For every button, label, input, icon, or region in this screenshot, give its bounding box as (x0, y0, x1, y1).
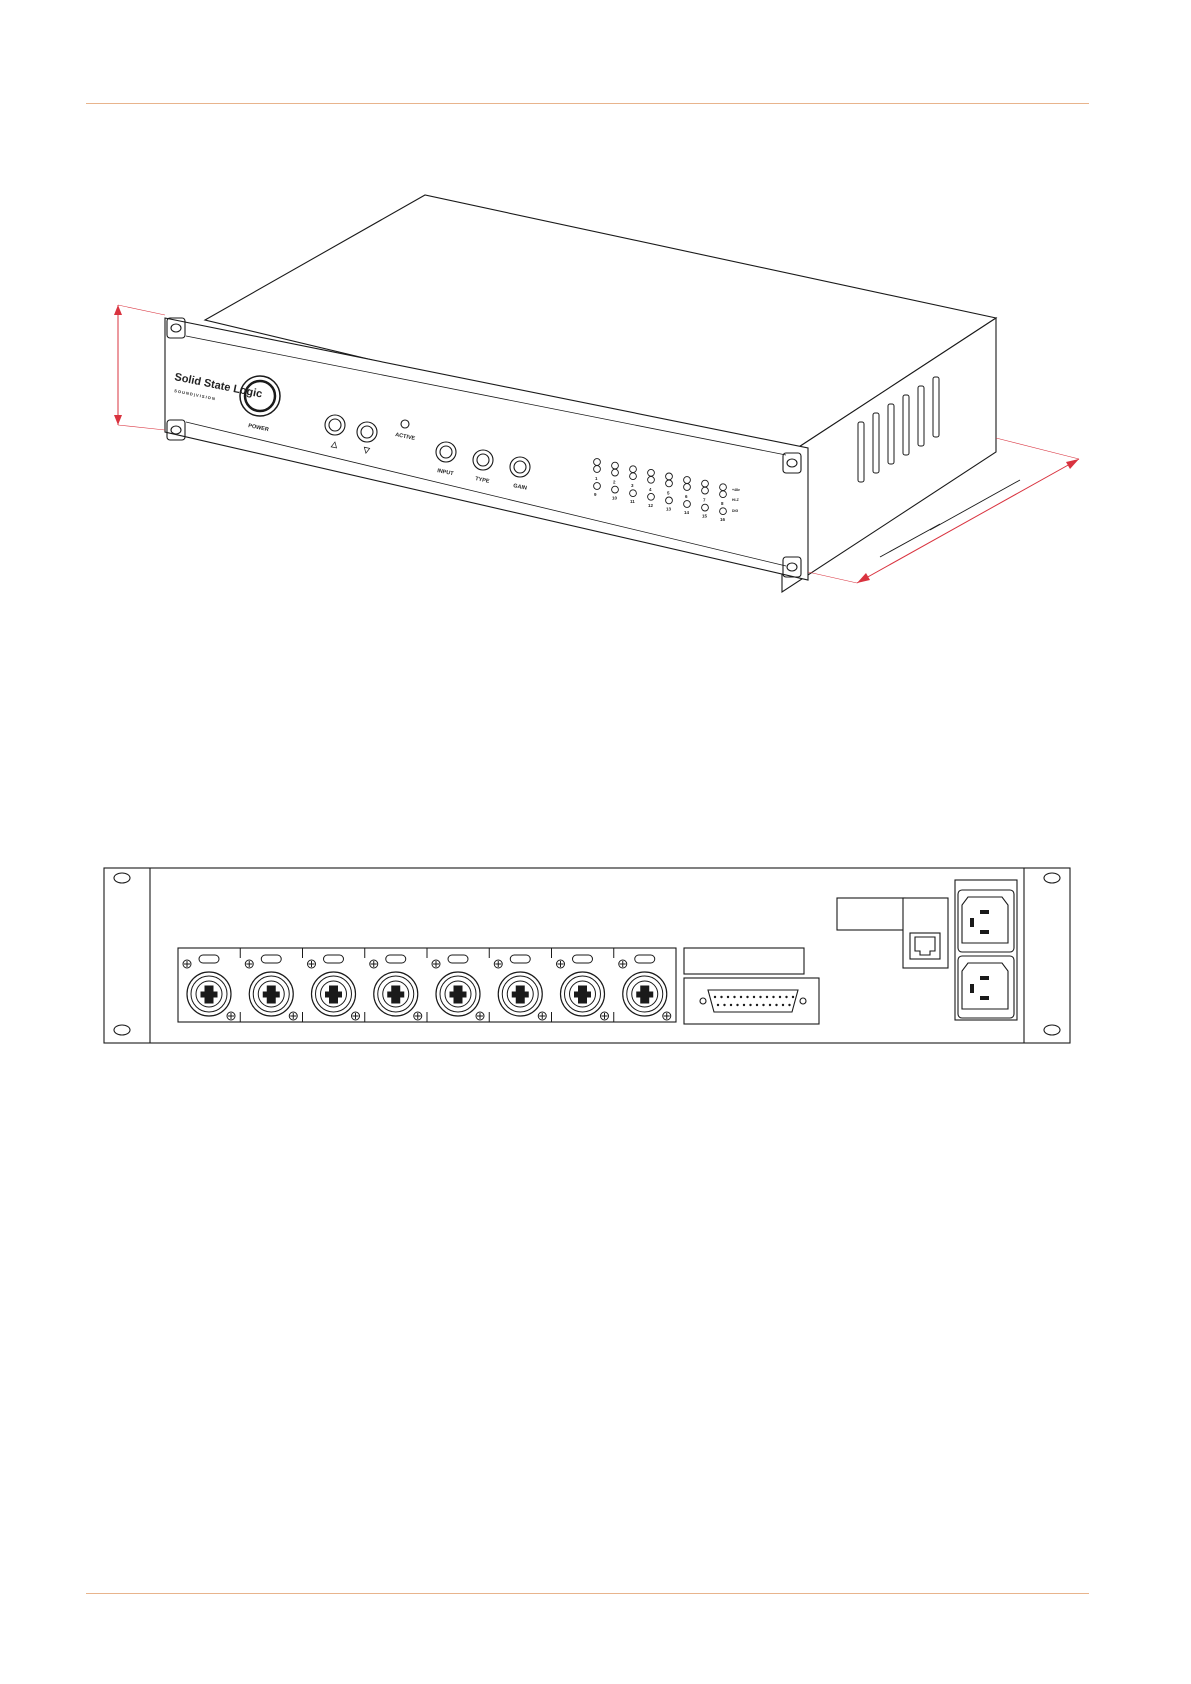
d-sub-pin (762, 1004, 764, 1006)
d-sub-pin (766, 996, 768, 998)
legend-hiz: HI-Z (732, 498, 740, 502)
d-sub-pin (746, 996, 748, 998)
d-sub-pin (782, 1004, 784, 1006)
d-sub-pin (723, 1004, 725, 1006)
label-box (837, 898, 905, 930)
legend-dig: DIG (732, 509, 739, 513)
rack-hole (114, 873, 130, 883)
d-sub-pin (753, 996, 755, 998)
rack-hole (1044, 873, 1060, 883)
d-sub-pin (720, 996, 722, 998)
d-sub-pin (759, 996, 761, 998)
d-sub-pin (727, 996, 729, 998)
d-sub-pin (785, 996, 787, 998)
rack-hole (114, 1025, 130, 1035)
legend-48v: +48v (732, 488, 740, 492)
d-sub-pin (714, 996, 716, 998)
d-sub-pin (756, 1004, 758, 1006)
d-sub-pin (717, 1004, 719, 1006)
channel-label: 14 (684, 510, 690, 515)
rack-hole (1044, 1025, 1060, 1035)
d-sub-pin (730, 1004, 732, 1006)
d-sub-pin (772, 996, 774, 998)
d-sub-pin (743, 1004, 745, 1006)
d-sub-pin (749, 1004, 751, 1006)
channel-label: 16 (720, 517, 726, 522)
channel-label: 11 (630, 499, 635, 504)
d-sub-pin (769, 1004, 771, 1006)
d-sub-pin (733, 996, 735, 998)
channel-label: 12 (648, 503, 654, 508)
d-sub-pin (736, 1004, 738, 1006)
label-box (684, 948, 804, 974)
d-sub-pin (775, 1004, 777, 1006)
iec-power-inlet[interactable] (962, 897, 1008, 943)
d-sub-pin (792, 996, 794, 998)
d-sub-pin (779, 996, 781, 998)
d-sub-25-connector[interactable] (708, 990, 798, 1012)
iec-power-inlet[interactable] (962, 963, 1008, 1009)
d-sub-pin (788, 1004, 790, 1006)
channel-label: 10 (612, 496, 618, 501)
channel-label: 13 (666, 506, 672, 511)
d-sub-pin (740, 996, 742, 998)
channel-label: 15 (702, 514, 708, 519)
